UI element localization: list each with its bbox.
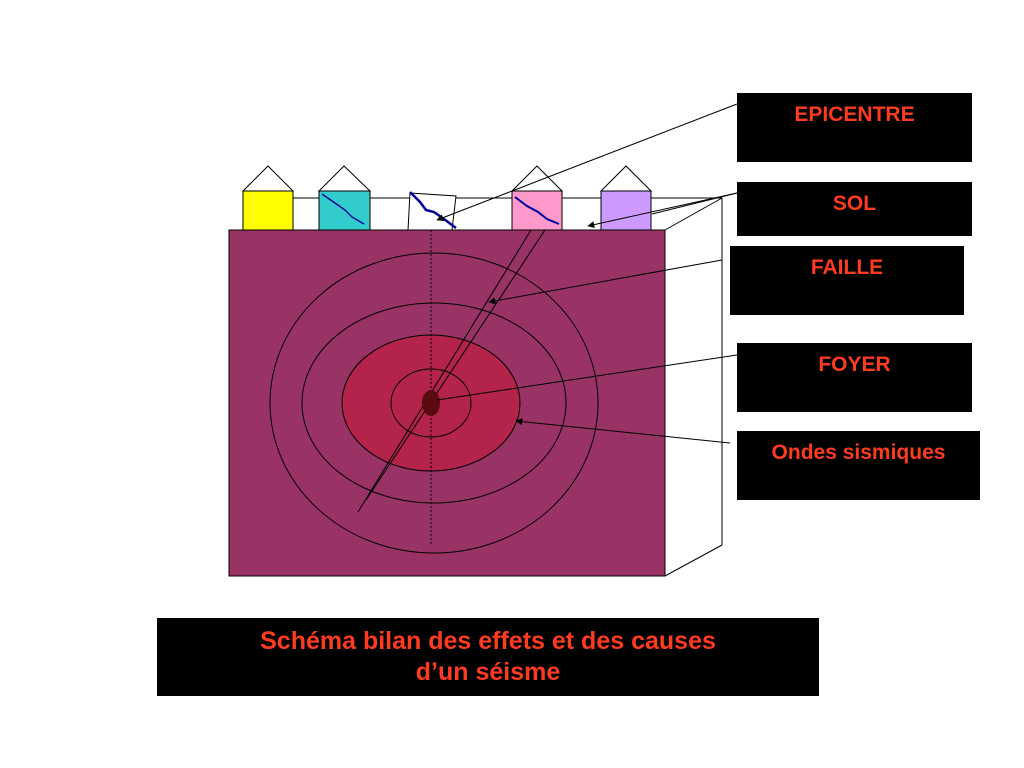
arrow-epicentre xyxy=(436,103,738,221)
house-cyan xyxy=(317,165,372,231)
arrow-sol-1 xyxy=(587,192,738,229)
house-pink xyxy=(510,165,564,231)
diagram-caption: Schéma bilan des effets et des causes d’… xyxy=(157,618,819,696)
house-damaged xyxy=(407,191,457,231)
label-faille-text: FAILLE xyxy=(810,256,884,279)
seismic-waves xyxy=(269,252,599,554)
label-epicentre-text: EPICENTRE xyxy=(794,103,915,126)
house-yellow xyxy=(241,165,295,231)
label-foyer-text: FOYER xyxy=(818,353,891,376)
label-epicentre: EPICENTRE xyxy=(737,93,972,162)
label-ondes-sismiques: Ondes sismiques xyxy=(737,431,980,500)
arrow-ondes xyxy=(515,418,731,444)
label-ondes-text: Ondes sismiques xyxy=(771,441,946,464)
fault-line xyxy=(357,229,546,513)
caption-line-1: Schéma bilan des effets et des causes xyxy=(260,627,716,655)
label-sol-text: SOL xyxy=(832,192,877,215)
house-violet xyxy=(599,165,653,231)
leader-lines xyxy=(436,103,738,444)
focus-point xyxy=(422,390,440,416)
inner-wave xyxy=(390,368,472,438)
label-sol: SOL xyxy=(737,182,972,236)
arrow-faille xyxy=(488,259,723,305)
label-foyer: FOYER xyxy=(737,343,972,412)
label-faille: FAILLE xyxy=(730,246,964,315)
caption-line-2: d’un séisme xyxy=(415,658,561,686)
arrow-sol-2 xyxy=(651,192,738,215)
arrow-foyer xyxy=(436,354,738,401)
